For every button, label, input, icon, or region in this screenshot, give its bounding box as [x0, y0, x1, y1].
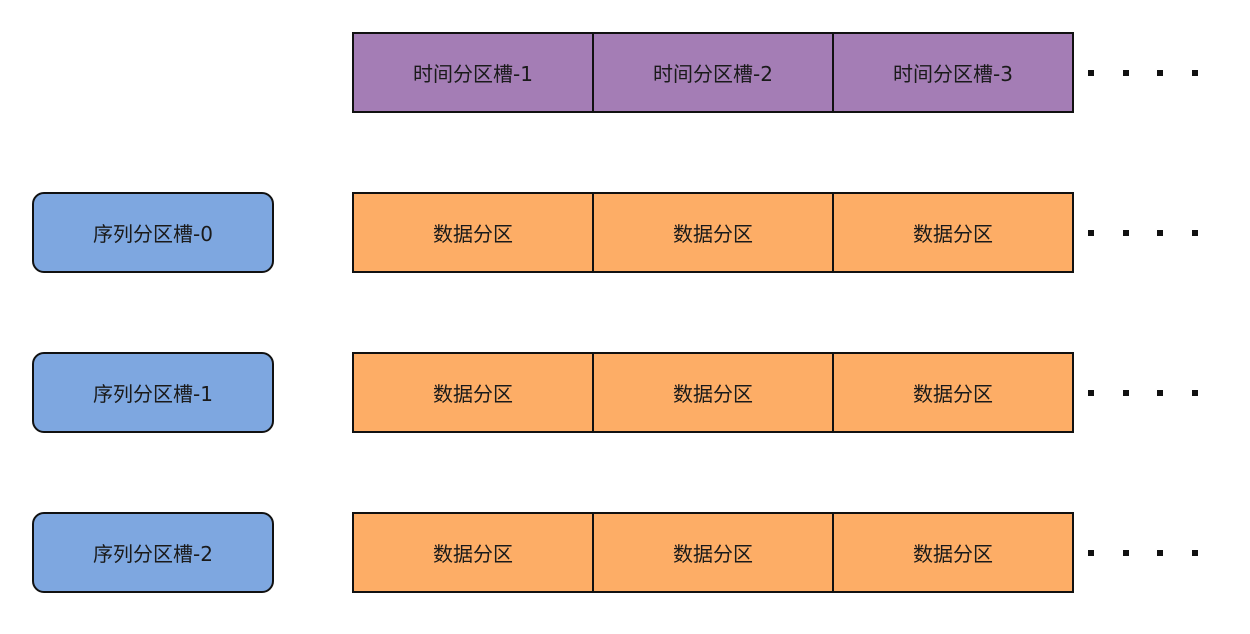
horizontal-ellipsis-icon: [1088, 228, 1198, 238]
data-partition: 数据分区: [832, 192, 1074, 273]
horizontal-ellipsis-icon: [1088, 68, 1198, 78]
data-partition: 数据分区: [592, 512, 834, 593]
data-partition: 数据分区: [832, 512, 1074, 593]
data-partition: 数据分区: [352, 352, 594, 433]
data-partition: 数据分区: [832, 352, 1074, 433]
series-slot-2: 序列分区槽-2: [32, 512, 274, 593]
data-partition: 数据分区: [352, 192, 594, 273]
series-slot-0: 序列分区槽-0: [32, 192, 274, 273]
horizontal-ellipsis-icon: [1088, 388, 1198, 398]
data-partition: 数据分区: [592, 352, 834, 433]
time-slot-1: 时间分区槽-1: [352, 32, 594, 113]
data-partition: 数据分区: [352, 512, 594, 593]
data-partition: 数据分区: [592, 192, 834, 273]
series-slot-1: 序列分区槽-1: [32, 352, 274, 433]
horizontal-ellipsis-icon: [1088, 548, 1198, 558]
time-slot-2: 时间分区槽-2: [592, 32, 834, 113]
time-slot-3: 时间分区槽-3: [832, 32, 1074, 113]
